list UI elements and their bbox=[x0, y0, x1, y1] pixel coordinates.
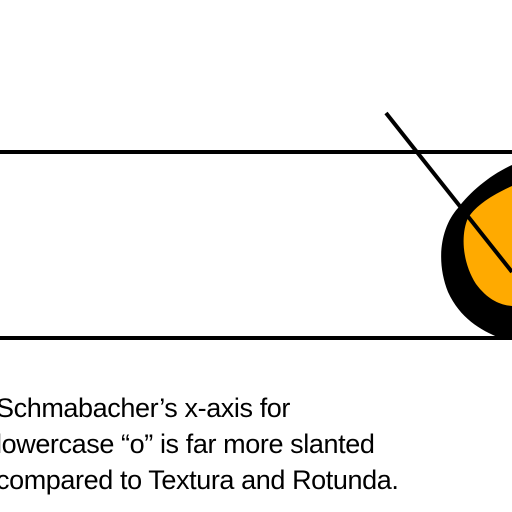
glyph-counter bbox=[463, 186, 512, 306]
slanted-axis-line-icon bbox=[384, 111, 512, 274]
caption-line-2: lowercase “o” is far more slanted bbox=[0, 429, 375, 459]
diagram-caption: Schmabacher’s x-axis for lowercase “o” i… bbox=[0, 390, 512, 498]
caption-line-1: Schmabacher’s x-axis for bbox=[0, 393, 291, 423]
caption-line-3: compared to Textura and Rotunda. bbox=[0, 465, 399, 495]
lowercase-o-glyph-icon bbox=[441, 165, 512, 338]
